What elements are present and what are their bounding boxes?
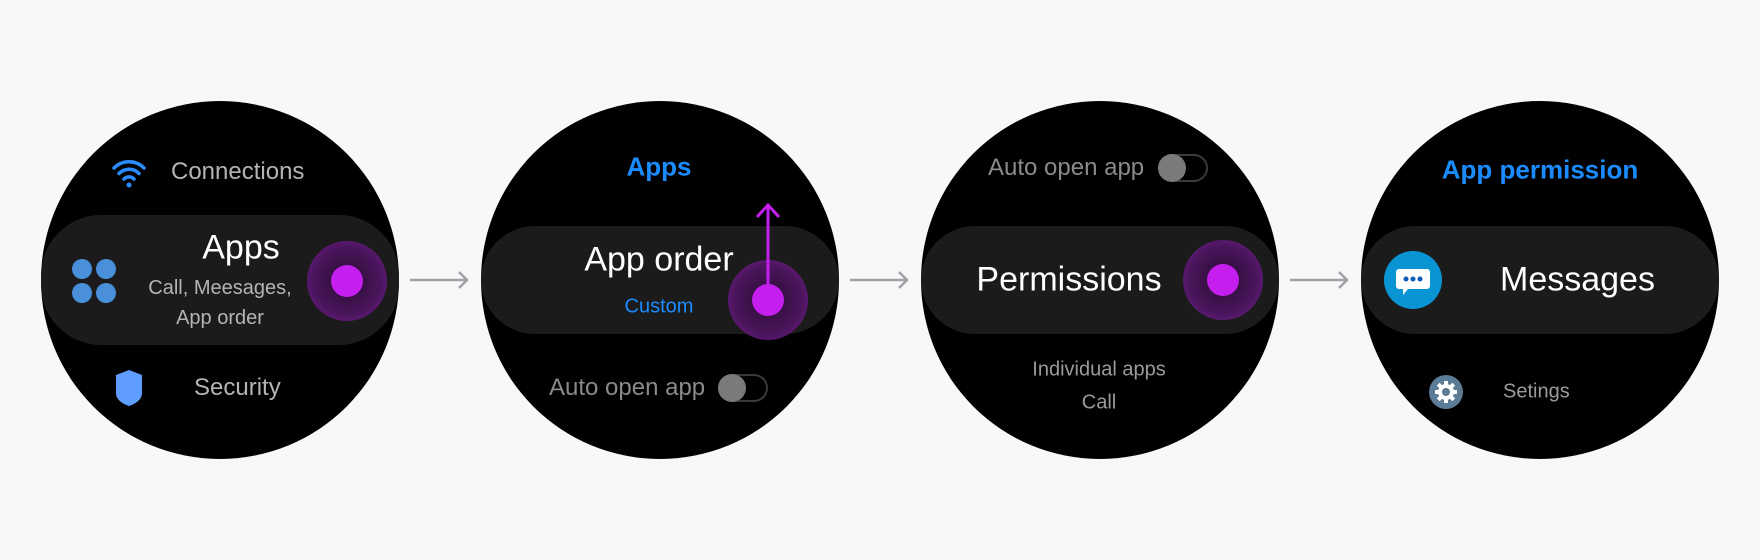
messages-label: Messages <box>1500 260 1655 299</box>
auto-open-app-toggle[interactable] <box>1158 154 1208 182</box>
auto-open-app-label: Auto open app <box>549 374 706 401</box>
watch-screen-apps: Apps App order Custom Auto open app <box>481 101 839 459</box>
apps-subtitle: Call, Meesages, App order <box>148 277 292 329</box>
menu-item-connections[interactable]: Connections <box>171 158 305 185</box>
auto-open-app-label: Auto open app <box>988 154 1145 181</box>
app-order-label: App order <box>584 240 734 279</box>
arrow-right-icon <box>850 271 909 289</box>
watch-screen-settings: Connections Apps Call, Meesages, App ord… <box>41 101 399 459</box>
swipe-up-arrow-icon <box>755 202 781 301</box>
touch-indicator <box>307 241 387 321</box>
arrow-right-icon <box>410 271 469 289</box>
watch-screen-apps-scrolled: Auto open app Permissions Individual app… <box>921 101 1279 459</box>
page-title: App permission <box>1441 154 1639 185</box>
auto-open-app-toggle[interactable] <box>718 374 768 402</box>
watch-screen-app-permission: App permission Messages Setings <box>1361 101 1719 459</box>
app-order-value: Custom <box>624 295 694 318</box>
messages-icon <box>1384 251 1442 309</box>
menu-item-security[interactable]: Security <box>194 374 281 401</box>
arrow-right-icon <box>1290 271 1349 289</box>
menu-item-settings[interactable]: Setings <box>1503 380 1570 403</box>
wifi-icon <box>112 160 146 188</box>
shield-icon <box>116 370 142 406</box>
gear-icon <box>1429 375 1463 409</box>
individual-apps-label[interactable]: Individual apps <box>1032 358 1166 381</box>
apps-grid-icon <box>72 259 116 303</box>
apps-label: Apps <box>202 228 280 267</box>
touch-indicator <box>1183 240 1263 320</box>
individual-apps-value: Call <box>1081 391 1117 414</box>
page-title: Apps <box>626 151 692 182</box>
permissions-label: Permissions <box>976 260 1162 299</box>
